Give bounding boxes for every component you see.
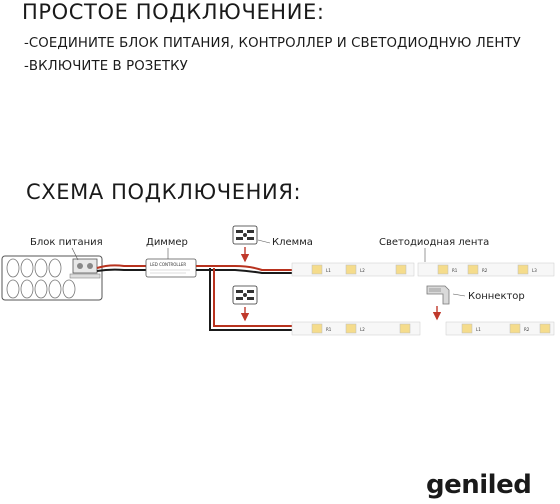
clamp-icon-bottom — [232, 285, 258, 305]
dimmer-label: Диммер — [146, 237, 188, 248]
instruction-1: -СОЕДИНИТЕ БЛОК ПИТАНИЯ, КОНТРОЛЛЕР И СВ… — [24, 36, 521, 51]
svg-text:R2: R2 — [482, 268, 488, 273]
clamp-label: Клемма — [272, 237, 313, 248]
led-strip-label: Светодиодная лента — [379, 237, 490, 248]
power-supply — [1, 255, 103, 301]
svg-text:L1: L1 — [326, 268, 331, 273]
svg-text:R1: R1 — [452, 268, 458, 273]
svg-text:L3: L3 — [532, 268, 537, 273]
led-strip-top-1: L1 L2 — [291, 262, 415, 277]
svg-text:R2: R2 — [524, 327, 530, 332]
svg-text:R1: R1 — [326, 327, 332, 332]
connector-icon — [426, 285, 450, 305]
dimmer-text: LED CONTROLLER — [150, 262, 186, 267]
svg-text:L1: L1 — [476, 327, 481, 332]
power-supply-label: Блок питания — [30, 237, 103, 248]
led-strip-bottom-1: R1 L2 — [291, 321, 421, 336]
page-title: ПРОСТОЕ ПОДКЛЮЧЕНИЕ: — [22, 0, 325, 24]
svg-text:L2: L2 — [360, 327, 365, 332]
dimmer: LED CONTROLLER — [145, 258, 197, 278]
svg-text:L2: L2 — [360, 268, 365, 273]
connector-label: Коннектор — [468, 291, 525, 302]
led-strip-bottom-2: L1 R2 — [445, 321, 555, 336]
instruction-2: -ВКЛЮЧИТЕ В РОЗЕТКУ — [24, 59, 188, 74]
clamp-icon-top — [232, 225, 258, 245]
led-strip-top-2: R1 R2 L3 — [417, 262, 555, 277]
scheme-title: СХЕМА ПОДКЛЮЧЕНИЯ: — [26, 180, 302, 204]
brand-logo: geniled — [426, 470, 532, 500]
